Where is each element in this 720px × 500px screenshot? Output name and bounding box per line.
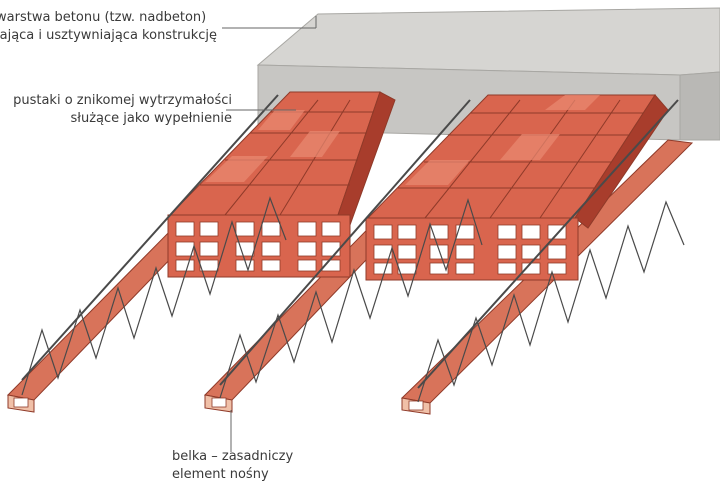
steel-truss-right [417,99,685,403]
hollow-blocks-left [167,91,396,278]
hollow-blocks-right [365,94,669,281]
label-concrete-line1: warstwa betonu (tzw. nadbeton) [0,10,207,25]
leader-lines [222,16,317,452]
concrete-side-face [679,71,720,141]
label-blocks-line2: służące jako wypełnienie [70,111,232,126]
label-blocks-line1: pustaki o znikomej wytrzymałości [13,93,232,108]
steel-truss-middle [219,99,483,399]
steel-truss-left [21,94,287,396]
block-front-face [167,214,351,278]
label-concrete-line2: jająca i usztywniająca konstrukcję [0,28,218,43]
concrete-top-face [256,7,720,76]
label-beam-line1: belka – zasadniczy [172,449,294,464]
label-beam-line2: element nośny [172,467,269,482]
block-holes [373,224,567,275]
label-beam: belka – zasadniczy element nośny [172,448,293,484]
block-holes [175,221,341,272]
label-hollow-blocks: pustaki o znikomej wytrzymałości służące… [13,92,232,128]
label-concrete-topping: warstwa betonu (tzw. nadbeton) jająca i … [0,9,217,45]
